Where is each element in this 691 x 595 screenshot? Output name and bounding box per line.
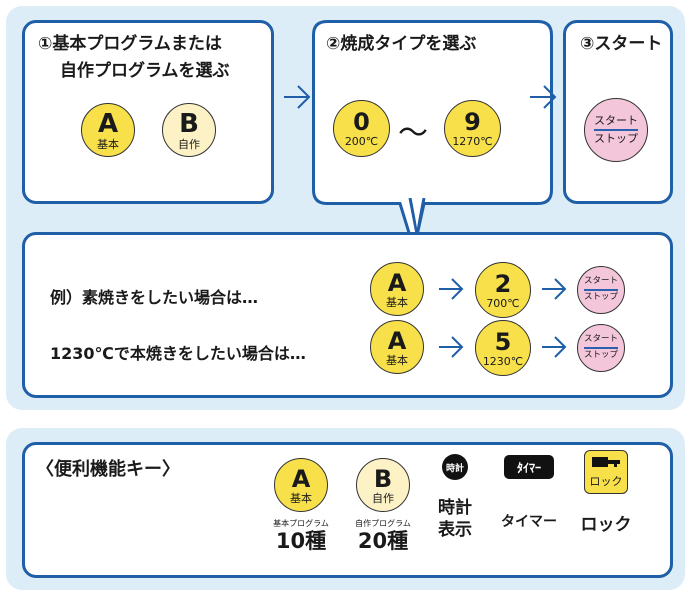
arrow-right-icon xyxy=(542,278,567,300)
custom-label: 自作 xyxy=(178,137,200,151)
key-custom-button[interactable]: B 自作 xyxy=(356,458,410,512)
step2-title: ②焼成タイプを選ぶ xyxy=(326,34,477,54)
example1-firing-2-button: 2 700℃ xyxy=(475,262,531,318)
key-basic-caption: 基本プログラム 10種 xyxy=(264,519,338,553)
firing-type-0-button[interactable]: 0 200℃ xyxy=(333,100,390,157)
lock-key-caption: ロック xyxy=(580,515,632,535)
firing-type-9-button[interactable]: 9 1270℃ xyxy=(444,100,501,157)
clock-key-caption: 時計 表示 xyxy=(430,497,480,541)
arrow-right-icon xyxy=(530,85,557,109)
timer-key-icon[interactable]: ﾀｲﾏｰ xyxy=(504,455,554,479)
arrow-right-icon xyxy=(542,336,567,358)
example2-start-label: スタート xyxy=(583,334,618,345)
clock-key-line2: 表示 xyxy=(438,520,472,540)
clock-key-icon[interactable]: 時計 xyxy=(442,454,468,480)
step3-title: ③スタート xyxy=(580,34,663,54)
example-pointer xyxy=(408,198,426,235)
basic-letter: A xyxy=(97,108,119,139)
arrow-right-icon xyxy=(439,278,464,300)
custom-program-button[interactable]: B 自作 xyxy=(162,103,216,157)
example2-firing-temp: 1230℃ xyxy=(482,354,524,368)
stop-label: ストップ xyxy=(594,131,638,145)
key-custom-count: 20種 xyxy=(357,529,409,553)
example2-basic-letter: A xyxy=(387,326,407,355)
key-basic-small: 基本プログラム xyxy=(273,519,329,528)
key-basic-count: 10種 xyxy=(275,529,327,553)
example-glaze-text: 1230℃で本焼きをしたい場合は… xyxy=(50,344,306,363)
example1-basic-button: A 基本 xyxy=(370,262,424,316)
firing-0-temp: 200℃ xyxy=(344,135,379,148)
arrow-right-icon xyxy=(284,85,311,109)
key-custom-small: 自作プログラム xyxy=(355,519,411,528)
basic-program-button[interactable]: A 基本 xyxy=(81,103,135,157)
range-tilde: 〜 xyxy=(398,116,428,151)
example2-firing-5-button: 5 1230℃ xyxy=(475,320,531,376)
clock-key-line1: 時計 xyxy=(438,498,472,518)
example1-firing-temp: 700℃ xyxy=(486,296,520,310)
key-icon xyxy=(592,457,620,467)
key-custom-label: 自作 xyxy=(372,491,394,505)
start-label: スタート xyxy=(594,113,638,127)
example2-stop-label: ストップ xyxy=(583,349,618,360)
keys-title: 〈便利機能キー〉 xyxy=(36,459,180,480)
example1-start-stop-button: スタート ストップ xyxy=(577,266,625,314)
key-custom-caption: 自作プログラム 20種 xyxy=(346,519,420,553)
key-basic-letter: A xyxy=(291,464,311,493)
example2-divider xyxy=(584,347,618,349)
example2-firing-digit: 5 xyxy=(494,327,512,356)
keys-card xyxy=(22,442,673,578)
arrow-right-icon xyxy=(439,336,464,358)
basic-label: 基本 xyxy=(97,137,119,151)
key-basic-button[interactable]: A 基本 xyxy=(274,458,328,512)
key-basic-label: 基本 xyxy=(290,491,312,505)
start-stop-divider xyxy=(594,129,638,131)
examples-card xyxy=(22,232,673,398)
timer-key-caption: タイマー xyxy=(501,514,557,530)
example1-basic-letter: A xyxy=(387,268,407,297)
example-bisque-text: 例）素焼きをしたい場合は… xyxy=(50,288,259,307)
timer-key-icon-text: ﾀｲﾏｰ xyxy=(516,460,541,475)
example1-firing-digit: 2 xyxy=(494,269,512,298)
firing-0-digit: 0 xyxy=(353,108,370,136)
lock-key-button[interactable]: ロック xyxy=(584,450,628,494)
start-stop-button[interactable]: スタート ストップ xyxy=(584,98,648,162)
step1-title-line2: 自作プログラムを選ぶ xyxy=(60,61,230,81)
example1-basic-label: 基本 xyxy=(386,295,408,309)
example2-basic-label: 基本 xyxy=(386,353,408,367)
lock-key-icon-text: ロック xyxy=(589,475,623,488)
custom-letter: B xyxy=(179,108,199,139)
key-custom-letter: B xyxy=(373,464,393,493)
example1-divider xyxy=(584,289,618,291)
example1-start-label: スタート xyxy=(583,276,618,287)
firing-9-digit: 9 xyxy=(464,108,481,136)
example2-basic-button: A 基本 xyxy=(370,320,424,374)
example1-stop-label: ストップ xyxy=(583,291,618,302)
step1-title-line1: ①基本プログラムまたは xyxy=(38,34,222,54)
example2-start-stop-button: スタート ストップ xyxy=(577,324,625,372)
firing-9-temp: 1270℃ xyxy=(452,135,493,148)
step1-card xyxy=(22,20,274,204)
clock-key-icon-text: 時計 xyxy=(445,463,464,474)
